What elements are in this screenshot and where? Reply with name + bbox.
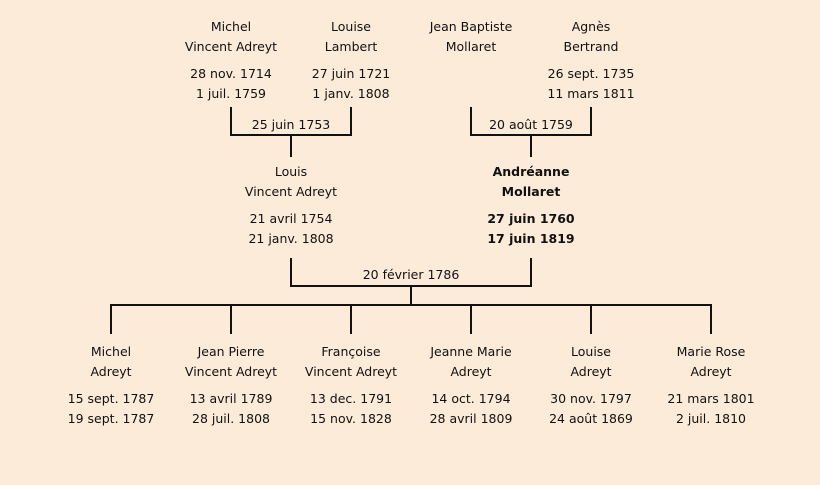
- death-date: 15 nov. 1828: [310, 411, 392, 426]
- birth-date: 28 nov. 1714: [190, 66, 272, 81]
- death-date: [401, 84, 541, 104]
- last-name: Lambert: [324, 39, 378, 54]
- first-name: Jean Pierre: [197, 344, 265, 359]
- death-date: 28 avril 1809: [429, 411, 513, 426]
- last-name: Vincent Adreyt: [184, 39, 278, 54]
- spacer: [521, 57, 661, 64]
- last-name: Vincent Adreyt: [304, 364, 398, 379]
- connector-line: [110, 304, 112, 334]
- death-date: 2 juil. 1810: [675, 411, 747, 426]
- birth-date: 21 mars 1801: [667, 391, 755, 406]
- last-name: Mollaret: [501, 184, 561, 199]
- birth-date: 27 juin 1760: [487, 211, 575, 226]
- birth-date: 13 dec. 1791: [309, 391, 393, 406]
- birth-date: 15 sept. 1787: [67, 391, 155, 406]
- connector-line: [110, 304, 712, 306]
- marriage-date-label: 25 juin 1753: [251, 117, 331, 132]
- connector-line: [410, 285, 412, 306]
- birth-date: 30 nov. 1797: [550, 391, 632, 406]
- death-date: 21 janv. 1808: [248, 231, 334, 246]
- spacer: [161, 57, 301, 64]
- first-name: Louis: [274, 164, 308, 179]
- death-date: 17 juin 1819: [487, 231, 575, 246]
- death-date: 28 juil. 1808: [192, 411, 270, 426]
- connector-line: [350, 107, 352, 136]
- first-name: Jean Baptiste: [429, 19, 513, 34]
- connector-line: [290, 258, 292, 287]
- spacer: [221, 202, 361, 209]
- spacer: [41, 382, 181, 389]
- spacer: [401, 382, 541, 389]
- last-name: Vincent Adreyt: [184, 364, 278, 379]
- first-name: Michel: [90, 344, 132, 359]
- connector-line: [290, 134, 292, 157]
- last-name: Mollaret: [445, 39, 497, 54]
- connector-line: [470, 304, 472, 334]
- first-name: Marie Rose: [676, 344, 746, 359]
- connector-line: [470, 107, 472, 136]
- last-name: Adreyt: [90, 364, 132, 379]
- death-date: 11 mars 1811: [547, 86, 635, 101]
- birth-date: 27 juin 1721: [311, 66, 391, 81]
- connector-line: [710, 304, 712, 334]
- birth-date: 26 sept. 1735: [547, 66, 635, 81]
- spacer: [461, 202, 601, 209]
- first-name: Jeanne Marie: [430, 344, 512, 359]
- connector-line: [230, 107, 232, 136]
- last-name: Bertrand: [563, 39, 619, 54]
- spacer: [281, 382, 421, 389]
- first-name: Andréanne: [492, 164, 570, 179]
- spacer: [161, 382, 301, 389]
- birth-date: 21 avril 1754: [249, 211, 333, 226]
- connector-line: [530, 258, 532, 287]
- last-name: Adreyt: [570, 364, 612, 379]
- spacer: [521, 382, 661, 389]
- first-name: Michel: [210, 19, 252, 34]
- birth-date: 13 avril 1789: [189, 391, 273, 406]
- first-name: Agnès: [571, 19, 611, 34]
- birth-date: 14 oct. 1794: [431, 391, 511, 406]
- connector-line: [590, 304, 592, 334]
- birth-date: [401, 64, 541, 84]
- marriage-date-label: 20 février 1786: [362, 267, 460, 282]
- last-name: Adreyt: [450, 364, 492, 379]
- connector-line: [230, 304, 232, 334]
- spacer: [641, 382, 781, 389]
- death-date: 19 sept. 1787: [67, 411, 155, 426]
- death-date: 1 juil. 1759: [195, 86, 267, 101]
- first-name: Louise: [571, 344, 611, 359]
- connector-line: [530, 134, 532, 157]
- connector-line: [350, 304, 352, 334]
- spacer: [281, 57, 421, 64]
- connector-line: [590, 107, 592, 136]
- spacer: [401, 57, 541, 64]
- last-name: Adreyt: [690, 364, 732, 379]
- death-date: 1 janv. 1808: [312, 86, 390, 101]
- first-name: Louise: [331, 19, 371, 34]
- marriage-date-label: 20 août 1759: [489, 117, 573, 132]
- death-date: 24 août 1869: [549, 411, 633, 426]
- last-name: Vincent Adreyt: [244, 184, 338, 199]
- first-name: Françoise: [321, 344, 381, 359]
